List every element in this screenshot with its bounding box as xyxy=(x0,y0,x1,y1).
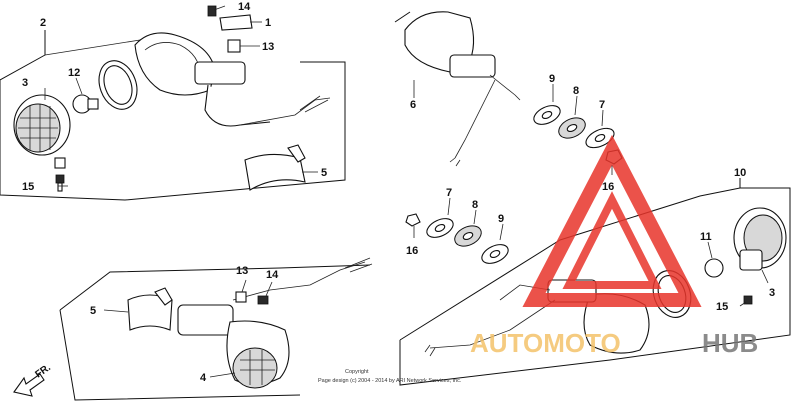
spacer-set: 7 8 9 16 xyxy=(405,187,509,264)
front-direction-arrow: FR. xyxy=(13,362,53,397)
watermark-brand-part1: AUTOMOTO xyxy=(470,328,621,358)
callout-11: 11 xyxy=(700,231,712,243)
callout-16b: 16 xyxy=(406,245,418,257)
watermark-brand-part2: HUB xyxy=(702,328,758,358)
watermark-triangle-icon xyxy=(522,134,702,307)
lens xyxy=(13,94,71,156)
callout-3b: 3 xyxy=(769,287,775,299)
callout-16: 16 xyxy=(602,181,614,193)
callout-8b: 8 xyxy=(472,199,478,211)
copyright-line-2: Page design (c) 2004 - 2014 by ARI Netwo… xyxy=(318,378,462,384)
callout-15b: 15 xyxy=(716,301,728,313)
front-right-housing xyxy=(177,257,373,389)
callout-5b: 5 xyxy=(90,305,96,317)
clamp-cover-lower xyxy=(127,287,173,331)
rear-bulb xyxy=(704,258,724,278)
callout-6: 6 xyxy=(410,99,416,111)
callout-15: 15 xyxy=(22,181,34,193)
assembly-front-left: 2 3 12 15 14 1 13 5 xyxy=(0,1,346,201)
callout-14b: 14 xyxy=(266,269,279,281)
bulb xyxy=(72,94,99,114)
mount-bracket xyxy=(207,5,253,53)
callout-14: 14 xyxy=(238,1,251,13)
clamp-cover xyxy=(244,144,306,191)
nut-lower xyxy=(257,295,269,305)
callout-10: 10 xyxy=(734,167,746,179)
callout-12: 12 xyxy=(68,67,80,79)
assembly-rear-right: 6 9 8 7 16 xyxy=(394,11,623,193)
watermark-logo: AUTOMOTO HUB xyxy=(470,134,758,358)
copyright-line-1: Copyright xyxy=(345,369,369,375)
rear-lens xyxy=(733,207,787,271)
callout-1: 1 xyxy=(265,17,271,29)
callout-5: 5 xyxy=(321,167,327,179)
rear-housing xyxy=(404,11,521,167)
callout-3: 3 xyxy=(22,77,28,89)
screw xyxy=(54,157,66,192)
callout-9b: 9 xyxy=(498,213,504,225)
rubber-spacers xyxy=(533,105,615,149)
bolt xyxy=(235,291,247,303)
callout-7: 7 xyxy=(599,99,605,111)
rear-screw xyxy=(743,295,753,305)
callout-9: 9 xyxy=(549,73,555,85)
housing xyxy=(134,32,331,127)
gasket xyxy=(98,60,138,110)
callout-13: 13 xyxy=(262,41,274,53)
callout-13b: 13 xyxy=(236,265,248,277)
callout-4: 4 xyxy=(200,372,207,384)
callout-8: 8 xyxy=(573,85,579,97)
callout-7b: 7 xyxy=(446,187,452,199)
assembly-front-right: 5 13 14 4 xyxy=(59,257,373,401)
callout-2: 2 xyxy=(40,17,46,29)
